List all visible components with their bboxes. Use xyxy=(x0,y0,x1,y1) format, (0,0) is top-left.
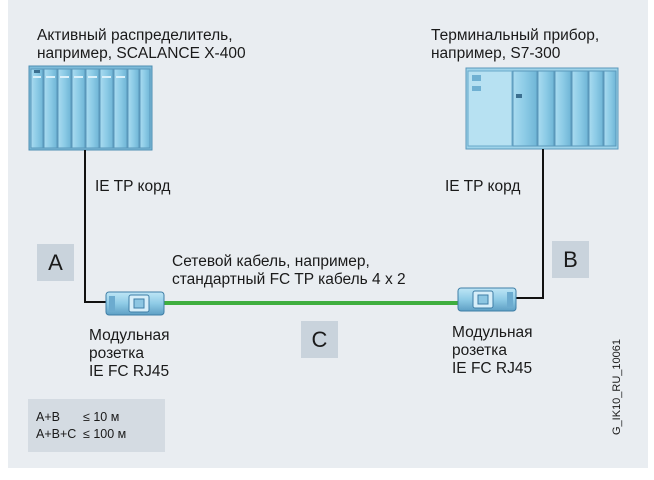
left-cord-label: IE TP корд xyxy=(95,178,171,195)
left-patch-cord xyxy=(84,150,107,303)
left-rj45-outlet xyxy=(105,291,165,316)
legend-row2-value: ≤ 100 м xyxy=(83,427,127,441)
scalance-switch-device xyxy=(28,65,153,151)
right-cord-label: IE TP корд xyxy=(445,178,521,195)
left-outlet-label-line2: розетка xyxy=(89,345,144,362)
right-outlet-label-line2: розетка xyxy=(452,342,507,359)
legend-row2-key: A+B+C xyxy=(36,427,77,441)
length-legend: A+B ≤ 10 м A+B+C ≤ 100 м xyxy=(28,399,165,452)
segment-a-label: A xyxy=(37,244,74,281)
switch-label-line2: например, SCALANCE X-400 xyxy=(37,45,246,62)
cable-label-line2: стандартный FC TP кабель 4 x 2 xyxy=(172,271,406,288)
right-outlet-label-line1: Модульная xyxy=(452,324,533,341)
right-outlet-label-line3: IE FC RJ45 xyxy=(452,360,533,377)
cable-label-line1: Сетевой кабель, например, xyxy=(172,253,370,270)
right-rj45-outlet xyxy=(457,287,517,312)
switch-label-line1: Активный распределитель, xyxy=(37,27,233,44)
right-patch-cord xyxy=(516,149,544,299)
terminal-label-line1: Терминальный прибор, xyxy=(431,27,600,44)
left-outlet-label-line1: Модульная xyxy=(89,327,170,344)
legend-row1-value: ≤ 10 м xyxy=(83,410,120,424)
s7-300-device xyxy=(465,67,619,150)
left-outlet-label-line3: IE FC RJ45 xyxy=(89,363,170,380)
terminal-label-line2: например, S7-300 xyxy=(431,45,561,62)
segment-c-label: C xyxy=(301,321,338,358)
figure-id: G_IK10_RU_10061 xyxy=(611,338,623,435)
segment-b-label: B xyxy=(552,241,589,278)
legend-row1-key: A+B xyxy=(36,410,60,424)
